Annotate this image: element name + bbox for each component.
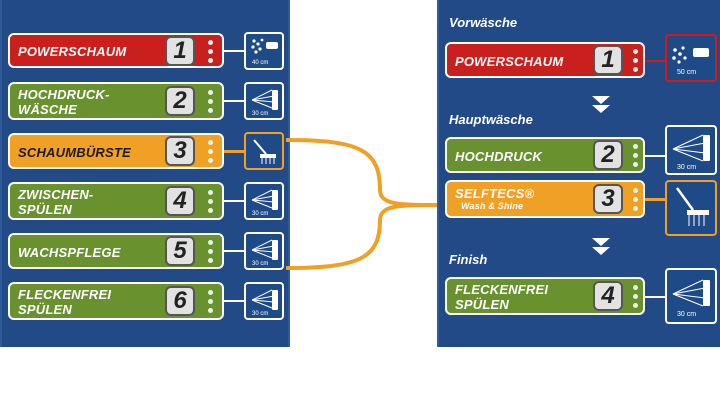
left-step-2-number: 2 <box>165 86 195 116</box>
down-arrow-icon <box>592 105 610 113</box>
foam-spray-icon: 40 cm <box>251 38 278 66</box>
section-title-finish: Finish <box>449 252 488 267</box>
left-step-5-connector <box>224 250 244 252</box>
left-step-4-icon-box: 30 cm <box>244 182 284 220</box>
left-step-5-card: WACHSPFLEGE 5 <box>8 233 224 269</box>
right-step-3-label: SELFTECS® Wash & Shine <box>455 186 535 211</box>
left-step-6-connector <box>224 300 244 302</box>
right-step-2-number: 2 <box>593 140 623 170</box>
left-step-6-card: FLECKENFREI SPÜLEN 6 <box>8 282 224 320</box>
left-step-1-number: 1 <box>165 36 195 66</box>
right-step-4-label: FLECKENFREI SPÜLEN <box>455 282 549 312</box>
spot-free-rinse-icon: 30 cm <box>251 289 278 317</box>
left-step-2-connector <box>224 100 244 102</box>
left-step-3-icon-box <box>244 132 284 170</box>
left-step-6-number: 6 <box>165 286 195 316</box>
left-step-1-label: POWERSCHAUM <box>18 44 127 59</box>
right-step-4-connector <box>645 296 665 298</box>
left-step-4-label: ZWISCHEN- SPÜLEN <box>18 187 94 217</box>
right-step-1-icon-box: 50 cm <box>665 34 717 82</box>
left-step-1-icon-box: 40 cm <box>244 32 284 70</box>
down-arrow-icon <box>592 96 610 104</box>
left-step-4-dots <box>208 190 214 217</box>
left-step-5-icon-box: 30 cm <box>244 232 284 270</box>
right-step-1-connector <box>645 60 665 62</box>
left-step-2-card: HOCHDRUCK- WÄSCHE 2 <box>8 82 224 120</box>
high-pressure-spray-icon: 30 cm <box>251 89 278 117</box>
svg-text:30 cm: 30 cm <box>252 261 268 267</box>
wash-shine-brush-icon <box>675 187 709 226</box>
right-step-1-label: POWERSCHAUM <box>455 54 564 69</box>
right-step-1-number: 1 <box>593 45 623 75</box>
left-step-2-dots <box>208 90 214 117</box>
right-step-2-connector <box>645 155 665 157</box>
right-step-4-dots <box>633 285 639 312</box>
left-step-2-icon-box: 30 cm <box>244 82 284 120</box>
foam-spray-icon: 50 cm <box>672 46 709 76</box>
left-step-6-label: FLECKENFREI SPÜLEN <box>18 287 112 317</box>
right-step-3-connector <box>645 198 665 201</box>
left-step-1-card: POWERSCHAUM 1 <box>8 33 224 68</box>
section-title-prewash: Vorwäsche <box>449 15 518 30</box>
left-step-4-card: ZWISCHEN- SPÜLEN 4 <box>8 182 224 220</box>
right-step-4-card: FLECKENFREI SPÜLEN 4 <box>445 277 645 315</box>
left-program-panel: POWERSCHAUM 1 40 cm HOCHDRUCK- WÄSCHE 2 … <box>0 0 290 347</box>
right-step-1-dots <box>633 49 639 76</box>
svg-text:30 cm: 30 cm <box>677 311 696 318</box>
wax-spray-icon: 30 cm <box>251 239 278 267</box>
right-step-2-card: HOCHDRUCK 2 <box>445 137 645 173</box>
spot-free-rinse-icon: 30 cm <box>672 279 710 318</box>
down-arrow-icon <box>592 247 610 255</box>
left-step-1-dots <box>208 40 214 67</box>
left-step-5-dots <box>208 240 214 267</box>
right-step-3-number: 3 <box>593 184 623 214</box>
left-step-4-connector <box>224 200 244 202</box>
left-step-3-dots <box>208 140 214 167</box>
left-step-5-number: 5 <box>165 236 195 266</box>
left-step-6-dots <box>208 290 214 317</box>
left-step-5-label: WACHSPFLEGE <box>18 245 121 260</box>
svg-text:30 cm: 30 cm <box>252 311 268 317</box>
svg-text:30 cm: 30 cm <box>252 111 268 117</box>
rinse-spray-icon: 30 cm <box>251 189 278 217</box>
left-step-3-label: SCHAUMBÜRSTE <box>18 145 131 160</box>
right-step-4-icon-box: 30 cm <box>665 268 717 324</box>
right-step-1-card: POWERSCHAUM 1 <box>445 42 645 78</box>
right-step-3-card: SELFTECS® Wash & Shine 3 <box>445 180 645 218</box>
right-step-2-icon-box: 30 cm <box>665 125 717 175</box>
left-step-3-card: SCHAUMBÜRSTE 3 <box>8 133 224 169</box>
right-step-4-number: 4 <box>593 281 623 311</box>
left-step-4-number: 4 <box>165 186 195 216</box>
svg-text:50 cm: 50 cm <box>677 69 696 76</box>
svg-text:30 cm: 30 cm <box>252 211 268 217</box>
section-title-main-wash: Hauptwäsche <box>449 112 533 127</box>
high-pressure-spray-icon: 30 cm <box>672 134 710 171</box>
right-step-3-dots <box>633 188 639 215</box>
right-step-2-dots <box>633 144 639 171</box>
svg-text:40 cm: 40 cm <box>252 60 268 66</box>
left-step-6-icon-box: 30 cm <box>244 282 284 320</box>
right-step-3-icon-box <box>665 180 717 236</box>
right-step-2-label: HOCHDRUCK <box>455 149 543 164</box>
right-program-panel: Vorwäsche POWERSCHAUM 1 50 cm Hauptwäsch… <box>437 0 720 347</box>
foam-brush-icon <box>253 139 276 164</box>
down-arrow-icon <box>592 238 610 246</box>
left-step-3-connector <box>224 150 244 153</box>
svg-text:30 cm: 30 cm <box>677 164 696 171</box>
left-step-2-label: HOCHDRUCK- WÄSCHE <box>18 87 110 117</box>
left-step-1-connector <box>224 50 244 52</box>
left-step-3-number: 3 <box>165 136 195 166</box>
